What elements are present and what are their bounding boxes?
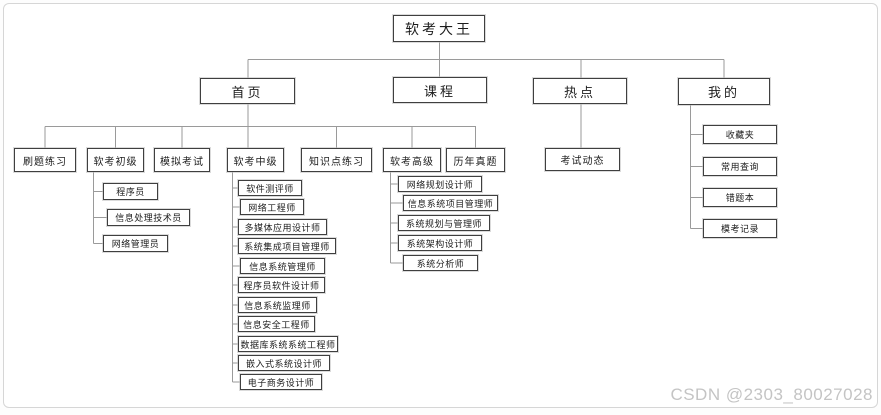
node-network-administrator: 网络管理员	[103, 235, 168, 252]
node-exam-intermediate: 软考中级	[227, 148, 284, 172]
node-info-system-project-manager: 信息系统项目管理师	[403, 195, 498, 211]
node-mock-exam: 模拟考试	[154, 148, 210, 172]
node-info-security-engineer: 信息安全工程师	[238, 316, 315, 332]
node-course: 课程	[393, 77, 487, 103]
node-mock-records: 模考记录	[703, 219, 777, 238]
node-knowledge-practice: 知识点练习	[301, 148, 372, 172]
csdn-watermark: CSDN @2303_80027028	[670, 385, 873, 404]
node-system-planning-manager: 系统规划与管理师	[398, 215, 490, 231]
node-system-analyst: 系统分析师	[403, 255, 478, 271]
node-network-planning-designer: 网络规划设计师	[398, 176, 482, 192]
node-hot: 热点	[533, 78, 627, 104]
node-mine: 我的	[678, 78, 770, 105]
node-exam-senior: 软考高级	[383, 148, 441, 172]
node-system-architect: 系统架构设计师	[398, 235, 482, 251]
node-network-engineer: 网络工程师	[240, 199, 304, 215]
node-home: 首页	[200, 78, 295, 104]
node-common-queries: 常用查询	[703, 157, 777, 176]
node-info-processing-technician: 信息处理技术员	[107, 209, 190, 226]
node-ecommerce-designer: 电子商务设计师	[240, 374, 322, 390]
node-info-system-supervisor: 信息系统监理师	[238, 297, 317, 313]
node-wrong-question-book: 错题本	[703, 188, 777, 207]
node-exam-junior: 软考初级	[87, 148, 144, 172]
node-root: 软考大王	[393, 15, 485, 42]
node-past-papers: 历年真题	[446, 148, 505, 172]
node-embedded-system-designer: 嵌入式系统设计师	[238, 355, 330, 371]
node-software-tester: 软件测评师	[238, 180, 302, 196]
node-info-system-manager: 信息系统管理师	[240, 258, 325, 274]
node-practice-questions: 刷题练习	[14, 148, 76, 172]
node-database-system-engineer: 数据库系统系统工程师	[238, 336, 338, 352]
node-favorites: 收藏夹	[703, 125, 777, 144]
node-exam-news: 考试动态	[545, 148, 620, 171]
node-system-integration-pm: 系统集成项目管理师	[238, 238, 336, 254]
node-programmer: 程序员	[103, 183, 158, 200]
node-multimedia-app-designer: 多媒体应用设计师	[238, 219, 327, 235]
node-programmer-software-designer: 程序员软件设计师	[238, 277, 325, 293]
